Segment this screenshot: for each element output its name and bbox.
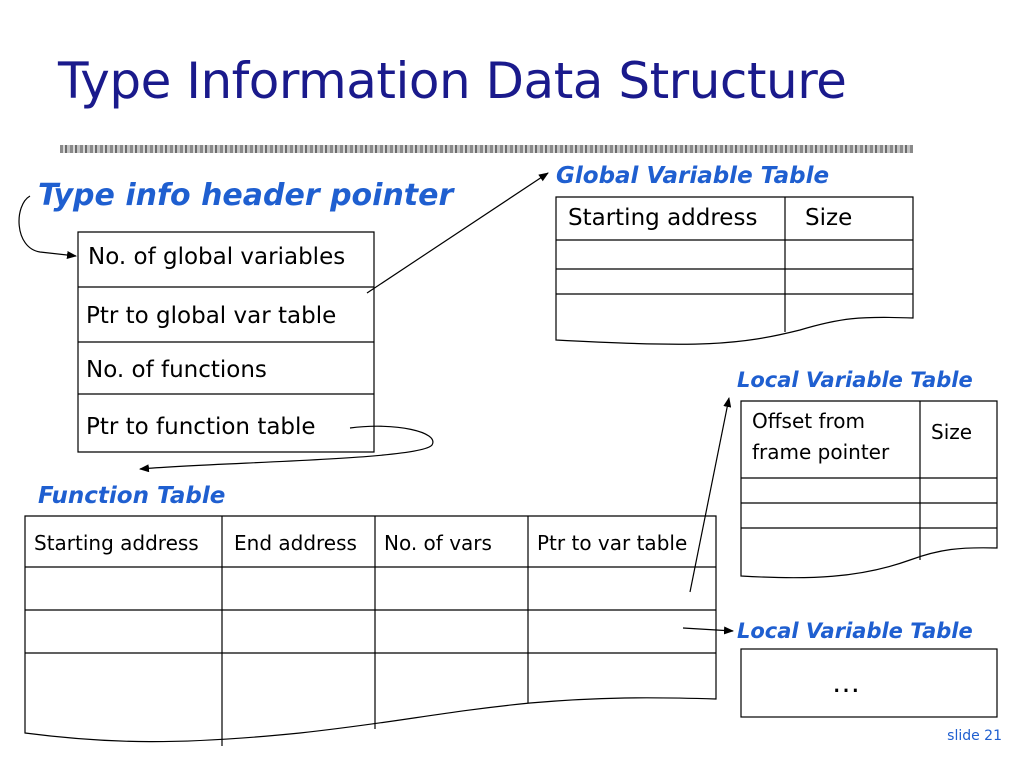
header-row-function-ptr: Ptr to function table — [86, 414, 316, 440]
func-col-end-address: End address — [234, 531, 357, 555]
header-row-global-ptr: Ptr to global var table — [86, 303, 337, 329]
local-col-size: Size — [931, 420, 973, 444]
arrow-to-local-table-2 — [682, 626, 734, 635]
arrow-to-function-table — [139, 425, 434, 473]
arrow-to-local-table-1 — [689, 397, 732, 593]
global-table-label: Global Variable Table — [556, 163, 830, 189]
func-col-starting-address: Starting address — [34, 531, 199, 555]
header-row-function-count: No. of functions — [86, 357, 267, 383]
arrow-header-pointer — [18, 195, 77, 259]
slide-title: Type Information Data Structure — [58, 52, 847, 110]
local-table-1-outline — [740, 400, 998, 579]
slide-number: slide 21 — [947, 728, 1002, 744]
function-table-label: Function Table — [38, 483, 226, 509]
local-col-offset-line2: frame pointer — [752, 440, 890, 464]
global-table-outline — [555, 196, 914, 345]
title-divider — [60, 145, 913, 153]
local-table-1-label: Local Variable Table — [737, 368, 973, 392]
func-col-ptr-var-table: Ptr to var table — [537, 531, 688, 555]
function-table-outline — [24, 515, 717, 746]
local-table-2-label: Local Variable Table — [737, 619, 973, 643]
header-block-outline — [77, 231, 375, 453]
header-row-global-count: No. of global variables — [88, 244, 346, 270]
global-col-size: Size — [805, 205, 853, 231]
global-col-starting-address: Starting address — [568, 205, 758, 231]
local-table-2-ellipsis: … — [832, 666, 860, 699]
func-col-num-vars: No. of vars — [384, 531, 492, 555]
arrow-to-global-table — [366, 172, 549, 294]
local-table-2-outline — [740, 648, 998, 718]
local-col-offset-line1: Offset from — [752, 409, 865, 433]
header-pointer-label: Type info header pointer — [38, 178, 454, 213]
